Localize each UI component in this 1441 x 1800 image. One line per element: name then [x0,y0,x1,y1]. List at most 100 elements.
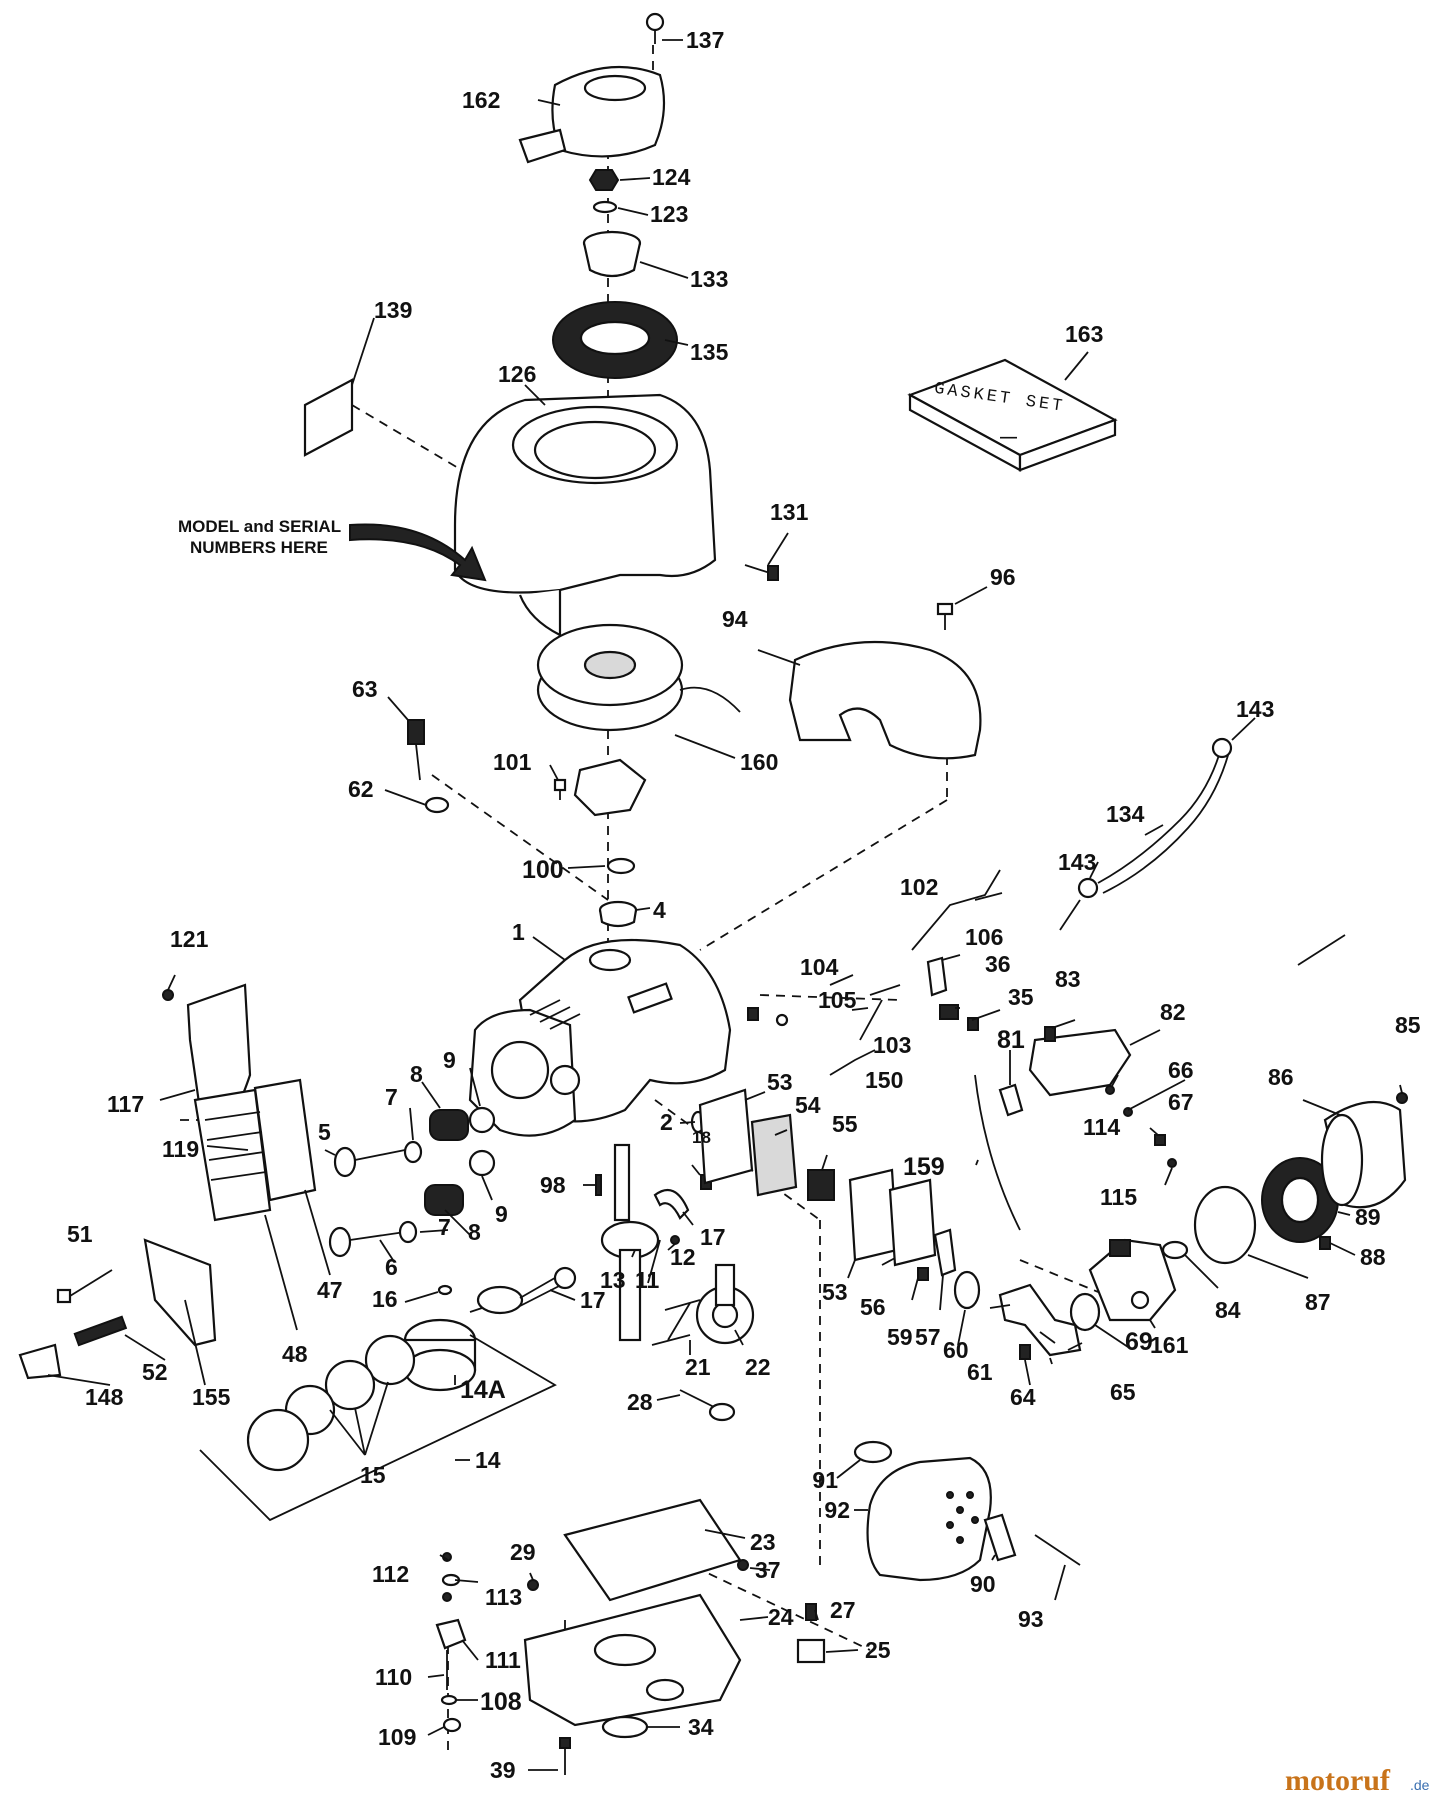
label-108: 108 [480,1688,522,1716]
governor-link-159-icon [974,1074,1021,1231]
crankcase-cover-24-icon [523,1593,742,1727]
gasket-60-icon [953,1270,981,1310]
label-121: 121 [170,926,209,952]
model-serial-note-line2: NUMBERS HERE [190,538,328,557]
label-87: 87 [1305,1289,1331,1315]
label-12: 12 [670,1244,696,1270]
screw-29-icon [527,1579,539,1591]
label-7b: 7 [438,1214,451,1240]
label-60: 60 [943,1337,969,1363]
label-83: 83 [1055,966,1081,992]
watermark-logo: motoruf .de [1285,1764,1430,1797]
air-filter-89-icon [1261,1157,1339,1243]
label-23: 23 [750,1529,776,1555]
cover-56-icon [888,1178,937,1267]
screw-83-icon [1044,1026,1056,1042]
link-102-icon [911,869,1001,951]
label-81: 81 [997,1026,1025,1054]
exhaust-valve-6-icon [328,1226,406,1258]
rewind-starter-162-icon [518,65,666,164]
label-37: 37 [755,1557,781,1583]
model-serial-arrow-icon [349,523,487,582]
label-2: 2 [660,1109,673,1135]
label-123: 123 [650,201,688,227]
clip-114-icon [1154,1134,1166,1146]
label-112: 112 [372,1561,409,1587]
label-66: 66 [1168,1057,1194,1083]
label-36: 36 [985,951,1011,977]
air-cleaner-cover-86-icon [1320,1100,1407,1209]
label-57: 57 [915,1324,941,1350]
seal-9b-icon [468,1149,496,1177]
label-17b: 17 [580,1287,606,1313]
muffler-92-icon [866,1456,992,1582]
label-88: 88 [1360,1244,1386,1270]
label-25: 25 [865,1637,891,1663]
label-14A: 14A [460,1376,506,1404]
label-47: 47 [317,1277,343,1303]
label-150: 150 [865,1067,903,1093]
rod-cap-17-icon [653,1188,690,1220]
screw-64-icon [1019,1344,1031,1360]
screw-131-icon [744,564,779,581]
label-35: 35 [1008,984,1034,1010]
label-105: 105 [818,987,857,1013]
baffle-94-icon [788,640,982,760]
spring-103-icon [869,984,901,996]
label-4: 4 [653,897,666,923]
clamp-143b-icon [1077,877,1099,899]
label-22: 22 [745,1354,771,1380]
label-155: 155 [192,1384,231,1410]
intake-valve-5-icon [333,1146,406,1178]
label-52: 52 [142,1359,168,1385]
label-8a: 8 [410,1061,423,1087]
label-91: 91 [812,1467,838,1493]
screw-37-icon [737,1559,749,1571]
label-5: 5 [318,1119,331,1145]
label-106: 106 [965,924,1003,950]
label-143a: 143 [1236,696,1274,722]
model-serial-note: MODEL and SERIAL NUMBERS HERE [178,517,341,557]
gasket-53b-icon [848,1168,899,1262]
label-143b: 143 [1058,849,1096,875]
spring-8b-icon [424,1184,464,1216]
washer-62-icon [424,796,450,814]
label-94: 94 [722,606,748,632]
label-135: 135 [690,339,729,365]
gasket-53a-icon [698,1088,754,1185]
label-104: 104 [800,954,839,980]
lever-81-icon [998,1083,1024,1117]
intake-elbow-61-icon [998,1283,1082,1357]
label-17a: 17 [700,1224,726,1250]
label-39: 39 [490,1757,516,1783]
label-51: 51 [67,1221,93,1247]
connecting-rod-17-icon [476,1266,577,1315]
label-86: 86 [1268,1064,1294,1090]
label-54: 54 [795,1092,821,1118]
screw-93-icon [1034,1534,1081,1566]
part-drawings: GASKET SET — [18,12,1408,1775]
label-84: 84 [1215,1297,1241,1323]
label-53a: 53 [767,1069,793,1095]
ring-15b-icon [324,1359,376,1411]
fuel-line-134b-icon [1102,747,1231,894]
screw-101-icon [553,778,567,800]
spring-8a-icon [429,1109,469,1141]
label-89: 89 [1355,1204,1381,1230]
ring-15a-icon [364,1334,416,1386]
label-14: 14 [475,1447,501,1473]
label-24: 24 [768,1604,794,1630]
breather-54-icon [750,1113,798,1197]
cylinder-block-1-icon [468,938,732,1137]
piston-14A-icon [403,1318,477,1392]
label-65: 65 [1110,1379,1136,1405]
label-21: 21 [685,1354,711,1380]
label-64: 64 [1010,1384,1036,1410]
cylinder-head-48-icon [193,1088,272,1222]
seal-9a-icon [468,1106,496,1134]
label-119: 119 [162,1136,199,1162]
part-labels: 137 162 124 123 133 135 139 126 163 131 … [67,27,1421,1783]
label-148: 148 [85,1384,124,1410]
label-55: 55 [832,1111,858,1137]
